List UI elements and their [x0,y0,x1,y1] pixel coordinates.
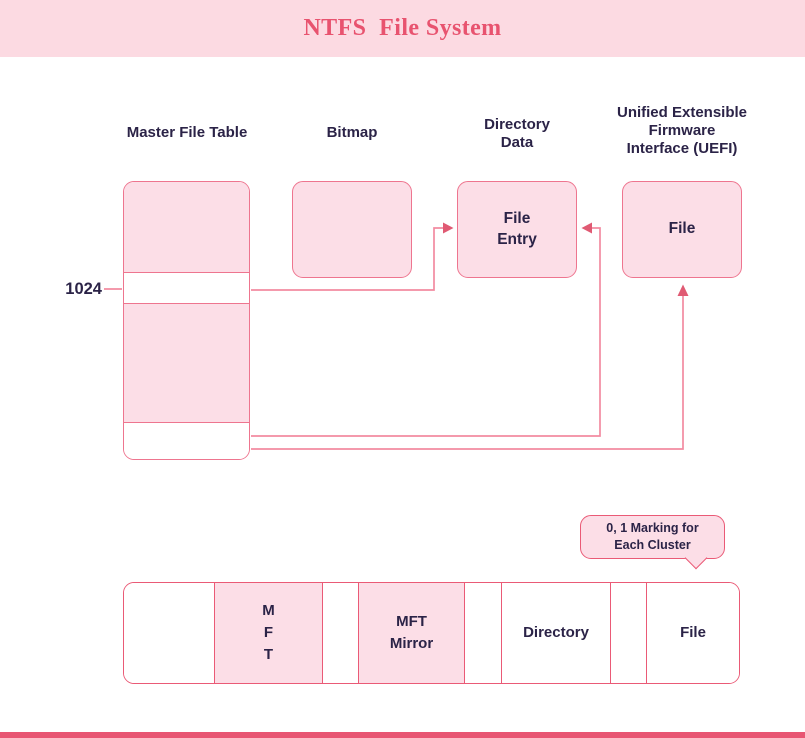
disk-cell-empty-1 [124,583,214,683]
record-size-1024-label: 1024 [65,280,102,298]
disk-layout-bar: M F T MFT Mirror Directory File [123,582,740,684]
bitmap-box [292,181,412,278]
disk-cell-file: File [646,583,739,683]
label-uefi: Unified Extensible Firmware Interface (U… [616,104,748,157]
mft-segment-bottom [124,422,249,459]
header-bar: NTFS File System [0,0,805,57]
mft-segment-1024-record [124,272,249,303]
label-directory-data: Directory Data [484,116,550,151]
disk-cell-directory: Directory [501,583,610,683]
label-bitmap: Bitmap [326,124,378,141]
disk-cell-empty-2 [322,583,358,683]
master-file-table-box [123,181,250,460]
bottom-accent-strip [0,732,805,738]
disk-cell-mft: M F T [214,583,322,683]
label-master-file-table: Master File Table [126,124,248,141]
arrow-mft-bottom-to-uefi-file [251,284,689,450]
file-entry-box: File Entry [457,181,577,278]
mft-segment-top [124,182,249,272]
disk-cell-empty-3 [464,583,501,683]
mft-segment-middle [124,303,249,422]
disk-cell-empty-4 [610,583,646,683]
uefi-file-box: File [622,181,742,278]
disk-cell-mft-mirror: MFT Mirror [358,583,464,683]
cluster-marking-callout: 0, 1 Marking for Each Cluster [580,515,725,559]
page-title: NTFS File System [303,15,502,41]
